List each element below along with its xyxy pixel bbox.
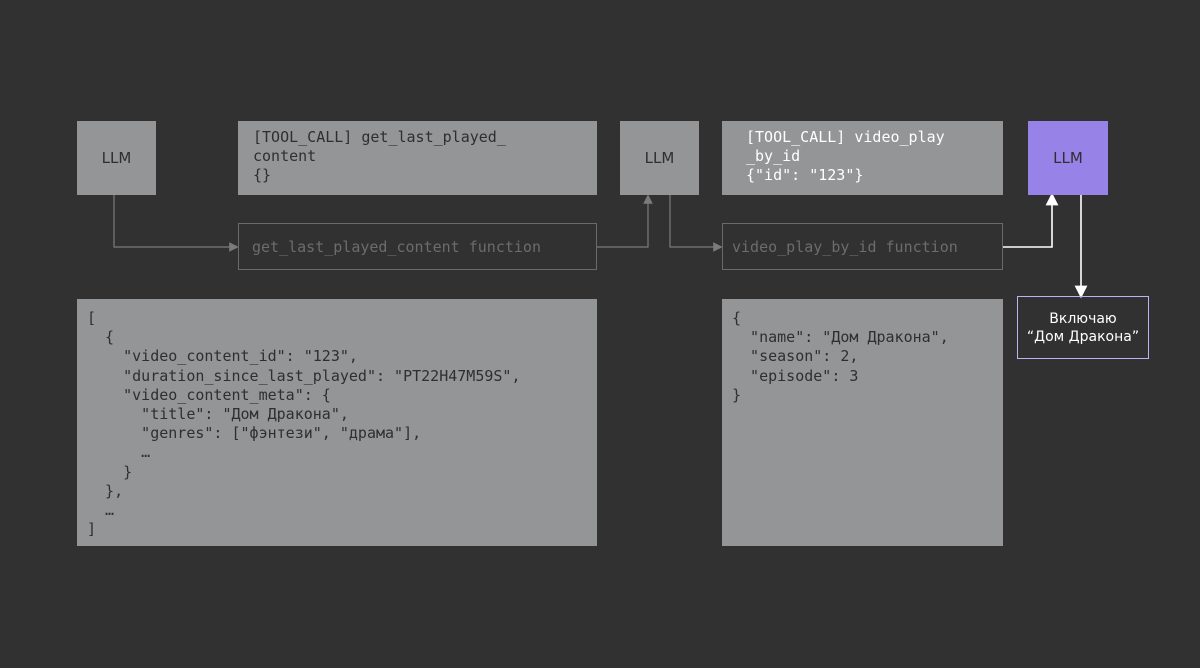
llm-node-1: LLM bbox=[77, 121, 156, 195]
function-video-play-by-id: video_play_by_id function bbox=[722, 223, 1003, 270]
tool-call-video-play-by-id: [TOOL_CALL] video_play _by_id {"id": "12… bbox=[722, 121, 1003, 195]
llm-node-2: LLM bbox=[620, 121, 699, 195]
assistant-answer-box: Включаю “Дом Дракона” bbox=[1017, 296, 1149, 359]
function-result-json-2: { "name": "Дом Дракона", "season": 2, "e… bbox=[722, 299, 1003, 546]
arrow-function2-to-llm3 bbox=[1003, 192, 1059, 248]
function-get-last-played-content: get_last_played_content function bbox=[238, 223, 597, 270]
arrow-llm1-to-function1 bbox=[113, 195, 239, 252]
answer-line-2: “Дом Дракона” bbox=[1026, 328, 1140, 345]
arrow-function1-to-llm2 bbox=[597, 194, 653, 248]
llm-node-3: LLM bbox=[1028, 121, 1108, 195]
tool-call-get-last-played: [TOOL_CALL] get_last_played_ content {} bbox=[238, 121, 597, 195]
arrow-llm2-to-function2 bbox=[669, 195, 723, 252]
function-result-json-1: [ { "video_content_id": "123", "duration… bbox=[77, 299, 597, 546]
answer-line-1: Включаю bbox=[1049, 310, 1117, 327]
